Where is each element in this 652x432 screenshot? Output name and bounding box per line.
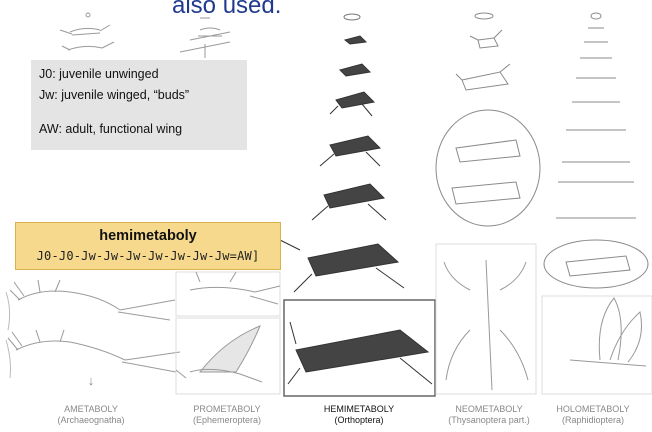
column-label-ametaboly: AMETABOLY (Archaeognatha) (30, 404, 152, 426)
raphidioptera-drawings (542, 13, 652, 394)
column-name: HOLOMETABOLY (534, 404, 652, 415)
column-taxon: (Archaeognatha) (30, 415, 152, 426)
legend-aw: AW: adult, functional wing (39, 122, 182, 136)
ametaboly-arrow: ↓ (88, 373, 95, 388)
column-name: PROMETABOLY (166, 404, 288, 415)
column-taxon: (Raphidioptera) (534, 415, 652, 426)
hemimetaboly-sequence: J0-J0-Jw-Jw-Jw-Jw-Jw-Jw-Jw=AW] (16, 249, 280, 263)
column-name: AMETABOLY (30, 404, 152, 415)
column-taxon: (Thysanoptera part.) (428, 415, 550, 426)
column-label-holometaboly: HOLOMETABOLY (Raphidioptera) (534, 404, 652, 426)
column-name: HEMIMETABOLY (298, 404, 420, 415)
legend-jw: Jw: juvenile winged, “buds” (39, 88, 189, 102)
hemimetaboly-box: hemimetaboly J0-J0-Jw-Jw-Jw-Jw-Jw-Jw-Jw=… (15, 222, 281, 270)
column-label-hemimetaboly: HEMIMETABOLY (Orthoptera) (298, 404, 420, 426)
thysanoptera-drawings (436, 13, 540, 394)
stage-legend: J0: juvenile unwinged Jw: juvenile winge… (31, 60, 247, 150)
orthoptera-drawings (280, 14, 435, 396)
column-label-prometaboly: PROMETABOLY (Ephemeroptera) (166, 404, 288, 426)
column-name: NEOMETABOLY (428, 404, 550, 415)
hemimetaboly-title: hemimetaboly (16, 228, 280, 244)
column-label-neometaboly: NEOMETABOLY (Thysanoptera part.) (428, 404, 550, 426)
column-taxon: (Ephemeroptera) (166, 415, 288, 426)
column-taxon: (Orthoptera) (298, 415, 420, 426)
legend-j0: J0: juvenile unwinged (39, 67, 159, 81)
